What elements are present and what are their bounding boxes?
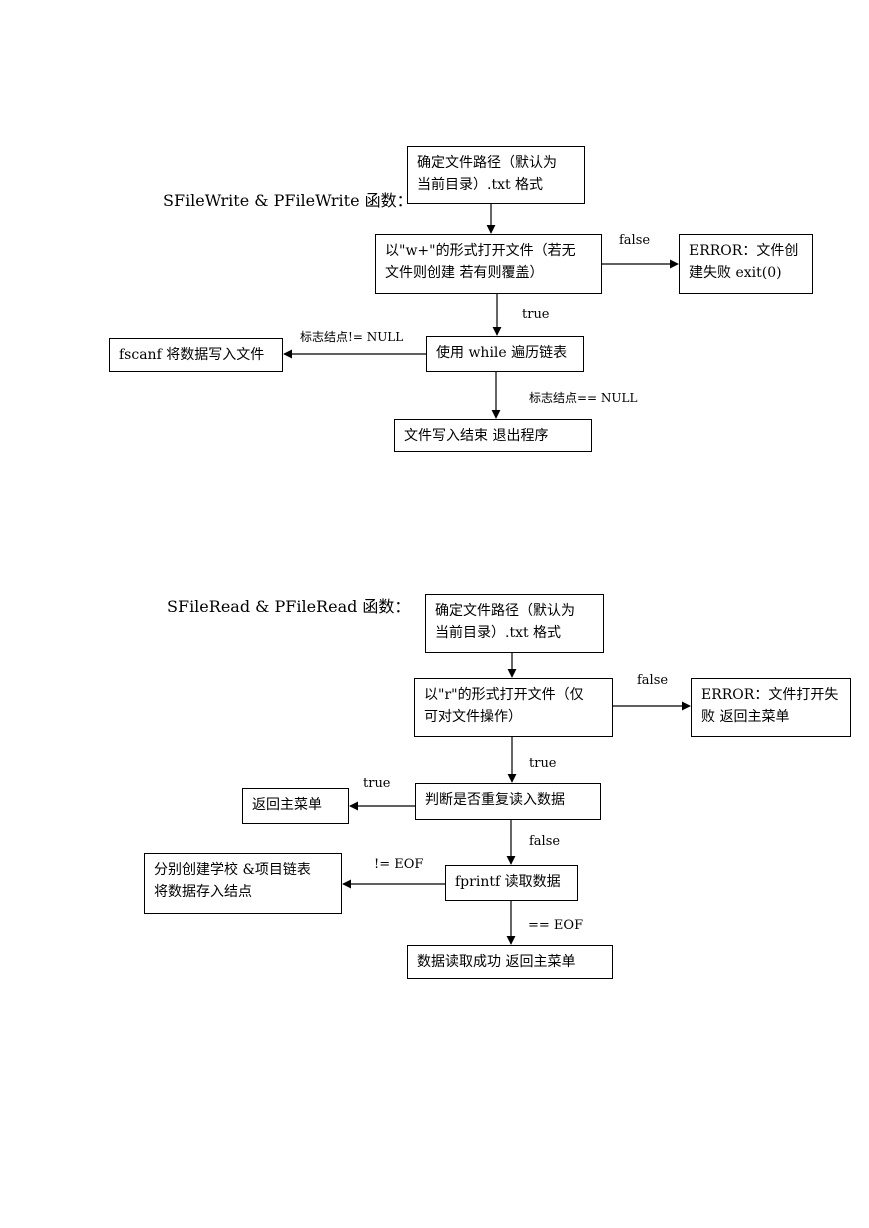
read-open-box: 以"r"的形式打开文件（仅 可对文件操作）	[414, 678, 613, 737]
write-fscanf-line-1: fscanf 将数据写入文件	[119, 347, 265, 363]
read-check-line-1: 判断是否重复读入数据	[425, 792, 565, 808]
read-fprintf-line-1: fprintf 读取数据	[455, 874, 561, 890]
write-open-line-1: 以"w+"的形式打开文件（若无	[385, 243, 576, 259]
write-error-box: ERROR：文件创 建失败 exit(0)	[679, 234, 813, 294]
read-open-line-2: 可对文件操作）	[424, 709, 522, 725]
write-error-line-2: 建失败 exit(0)	[689, 265, 782, 281]
write-loop-line-1: 使用 while 遍历链表	[436, 345, 568, 361]
write-not-null-label: 标志结点!= NULL	[300, 330, 404, 344]
write-path-box: 确定文件路径（默认为 当前目录）.txt 格式	[407, 146, 585, 204]
write-error-line-1: ERROR：文件创	[689, 243, 799, 259]
write-end-line-1: 文件写入结束 退出程序	[404, 428, 549, 444]
read-eof-label: == EOF	[528, 918, 584, 933]
write-flow-title: SFileWrite & PFileWrite 函数：	[163, 191, 413, 210]
write-path-line-2: 当前目录）.txt 格式	[417, 177, 544, 193]
write-end-box: 文件写入结束 退出程序	[394, 419, 592, 452]
read-create-line-2: 将数据存入结点	[154, 884, 252, 900]
read-false-check-label: false	[529, 834, 561, 849]
read-fprintf-box: fprintf 读取数据	[445, 865, 578, 901]
read-true-check-label: true	[363, 776, 391, 791]
read-path-line-2: 当前目录）.txt 格式	[435, 625, 562, 641]
read-success-line-1: 数据读取成功 返回主菜单	[417, 954, 576, 970]
read-error-line-2: 败 返回主菜单	[701, 709, 790, 725]
write-fscanf-box: fscanf 将数据写入文件	[109, 338, 283, 372]
write-loop-box: 使用 while 遍历链表	[426, 336, 584, 372]
write-is-null-label: 标志结点== NULL	[529, 391, 638, 405]
write-open-box: 以"w+"的形式打开文件（若无 文件则创建 若有则覆盖）	[375, 234, 602, 294]
read-false-open-label: false	[637, 673, 669, 688]
read-success-box: 数据读取成功 返回主菜单	[407, 945, 613, 979]
read-flow-title: SFileRead & PFileRead 函数：	[167, 597, 411, 616]
read-check-box: 判断是否重复读入数据	[415, 783, 601, 820]
read-not-eof-label: != EOF	[374, 857, 424, 872]
write-true-label: true	[522, 307, 550, 322]
read-path-box: 确定文件路径（默认为 当前目录）.txt 格式	[425, 594, 604, 653]
read-true-open-label: true	[529, 756, 557, 771]
read-back-line-1: 返回主菜单	[252, 797, 322, 813]
read-error-box: ERROR：文件打开失 败 返回主菜单	[691, 678, 851, 737]
write-false-label: false	[619, 233, 651, 248]
read-path-line-1: 确定文件路径（默认为	[435, 603, 575, 619]
read-error-line-1: ERROR：文件打开失	[701, 687, 839, 703]
read-open-line-1: 以"r"的形式打开文件（仅	[424, 687, 584, 703]
write-path-line-1: 确定文件路径（默认为	[417, 155, 557, 171]
write-open-line-2: 文件则创建 若有则覆盖）	[385, 265, 544, 281]
read-back-box: 返回主菜单	[242, 788, 349, 824]
read-create-line-1: 分别创建学校 &项目链表	[154, 862, 311, 878]
read-create-box: 分别创建学校 &项目链表 将数据存入结点	[144, 853, 342, 914]
